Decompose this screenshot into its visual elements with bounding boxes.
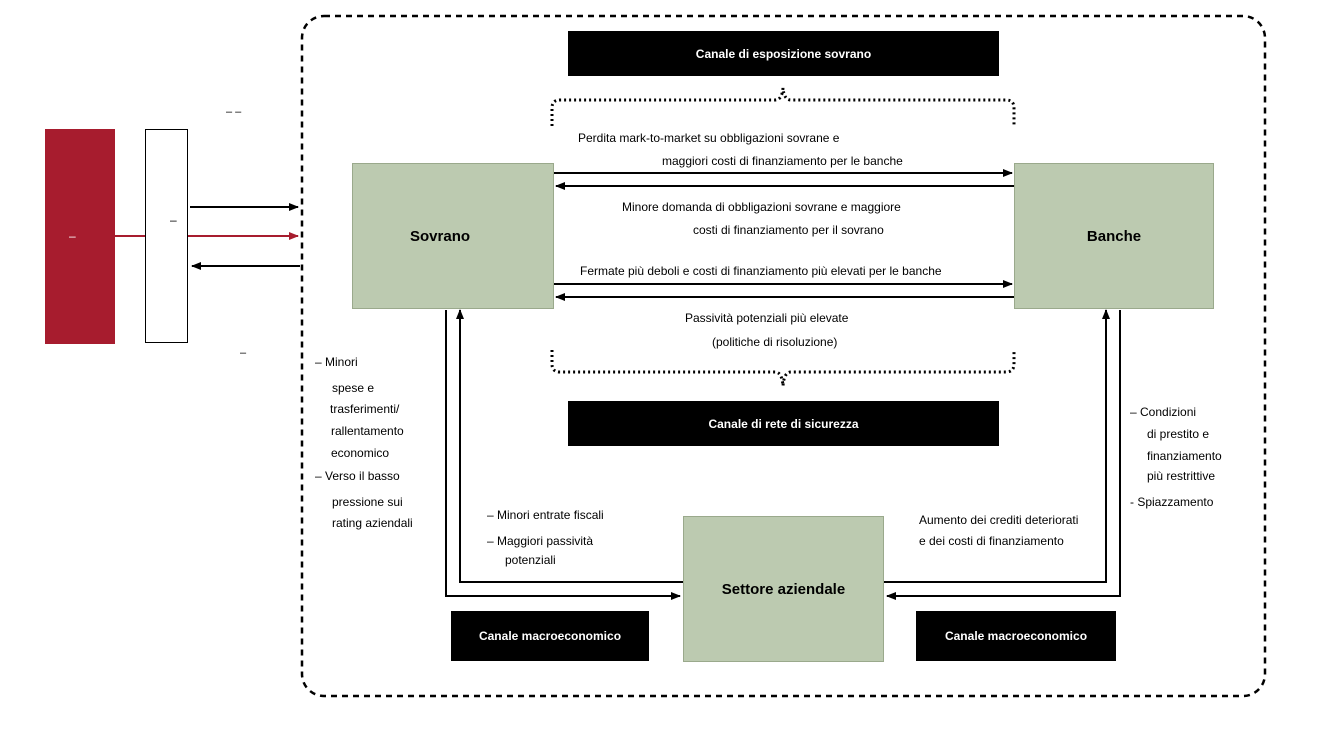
brace-bottom: [550, 350, 1016, 387]
white-box: –: [145, 129, 188, 343]
arrow-corporate-to-banks: [884, 309, 1110, 583]
brace-top: [550, 87, 1016, 126]
edge-mtm-line2: maggiori costi di finanziamento per le b…: [662, 154, 903, 168]
arrow-corporate-to-sovereign: [456, 309, 683, 583]
node-corporate-label: Settore aziendale: [721, 580, 846, 598]
channel-safety-net: Canale di rete di sicurezza: [568, 401, 999, 446]
node-banks: Banche: [1014, 163, 1214, 309]
channel-macro-left: Canale macroeconomico: [451, 611, 649, 661]
left-list-item: economico: [331, 446, 390, 460]
channel-sovereign-exposure: Canale di esposizione sovrano: [568, 31, 999, 76]
corp-sov-label: potenziali: [505, 553, 556, 567]
right-list-item: - Spiazzamento: [1130, 495, 1214, 509]
corp-banks-label: e dei costi di finanziamento: [919, 534, 1064, 548]
corp-sov-label: – Minori entrate fiscali: [487, 508, 604, 522]
corp-banks-label: Aumento dei crediti deteriorati: [919, 513, 1079, 527]
left-list-item: rating aziendali: [332, 516, 413, 530]
white-box-label: –: [170, 213, 177, 227]
right-list-item: di prestito e: [1147, 427, 1210, 441]
arrow-banks-to-corporate: [886, 310, 1121, 600]
edge-demand-line2: costi di finanziamento per il sovrano: [693, 223, 884, 237]
edge-demand-line1: Minore domanda di obbligazioni sovrane e…: [622, 200, 901, 214]
right-list-item: più restrittive: [1147, 469, 1216, 483]
node-corporate: Settore aziendale: [683, 516, 884, 662]
left-list-item: trasferimenti/: [330, 402, 400, 416]
edge-guarantees: Fermate più deboli e costi di finanziame…: [580, 264, 942, 278]
node-banks-label: Banche: [1086, 227, 1142, 245]
left-panel-bottom-label: –: [240, 347, 247, 359]
red-box: –: [45, 129, 115, 344]
node-sovereign-label: Sovrano: [410, 227, 471, 245]
right-list-item: finanziamento: [1147, 449, 1222, 463]
edge-liabilities-line1: Passività potenziali più elevate: [685, 311, 849, 325]
edge-liabilities-line2: (politiche di risoluzione): [712, 335, 838, 349]
left-list-item: rallentamento: [331, 424, 404, 438]
left-list-item: spese e: [332, 381, 375, 395]
node-sovereign: Sovrano: [352, 163, 554, 309]
left-list-item: – Verso il basso: [315, 469, 400, 483]
corp-sov-label: – Maggiori passività: [487, 534, 594, 548]
left-panel-top-label: – –: [226, 106, 242, 118]
left-list-item: pressione sui: [332, 495, 403, 509]
edge-mtm-line1: Perdita mark-to-market su obbligazioni s…: [578, 131, 840, 145]
arrow-sovereign-to-corporate: [445, 310, 681, 600]
left-list-item: – Minori: [315, 355, 358, 369]
red-box-label: –: [69, 229, 76, 243]
right-list-item: – Condizioni: [1130, 405, 1197, 419]
dashed-frame: [300, 14, 1267, 698]
channel-macro-right: Canale macroeconomico: [916, 611, 1116, 661]
